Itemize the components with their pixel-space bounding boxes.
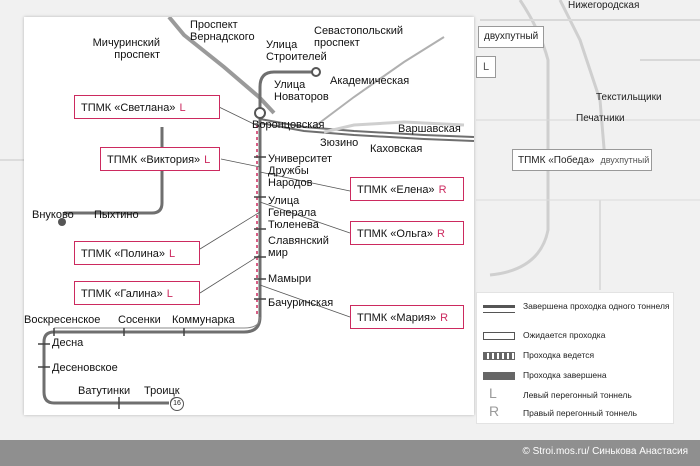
tbm-olga: ТПМК «Ольга»R (350, 221, 464, 245)
station-voskresenskoe: Воскресенское (24, 314, 101, 326)
left-tunnel-marker: L (476, 56, 496, 78)
legend-done: Проходка завершена (477, 367, 673, 385)
station-stroiteley: Улица Строителей (266, 39, 327, 63)
station-vorontsovskaya: Воронцовская (252, 119, 325, 131)
line-16-badge: 16 (170, 397, 184, 411)
station-zyuzino: Зюзино (320, 137, 359, 149)
legend-left-tunnel: L Левый перегонный тоннель (489, 385, 632, 401)
bg-pechatniki: Печатники (576, 113, 625, 124)
station-mamyri: Мамыри (268, 273, 312, 285)
station-desna: Десна (52, 337, 84, 349)
metro-lines (38, 17, 474, 409)
tbm-elena: ТПМК «Елена»R (350, 177, 464, 201)
station-varshavskaya: Варшавская (398, 123, 461, 135)
tbm-svetlana: ТПМК «Светлана»L (74, 95, 220, 119)
station-desenovskoe: Десеновское (52, 362, 118, 374)
copyright-text: © Stroi.mos.ru/ Синькова Анастасия (522, 446, 688, 457)
station-vernadskogo: Проспект Вернадского (190, 19, 255, 43)
station-slavyansky: Славянский мир (268, 235, 329, 259)
legend: Завершена проходка одного тоннеля Ожидае… (476, 292, 674, 424)
station-pyhtino: Пыхтино (94, 209, 139, 221)
station-bachurinskaya: Бачуринская (268, 297, 334, 309)
station-vnukovo: Внуково (32, 209, 74, 221)
station-kommunarka: Коммунарка (172, 314, 235, 326)
station-novatorov: Улица Новаторов (274, 79, 329, 103)
tbm-polina: ТПМК «Полина»L (74, 241, 200, 265)
bg-nizhegorodskaya: Нижегородская (568, 0, 640, 11)
tbm-pobeda-label: ТПМК «Победа»двухпутный (512, 149, 652, 171)
station-sosenki: Сосенки (118, 314, 161, 326)
station-universitet: Университет Дружбы Народов (268, 153, 333, 189)
station-vatutinki: Ватутинки (78, 385, 131, 397)
station-michurinsky: Мичуринский проспект (92, 37, 160, 61)
footer-bar: © Stroi.mos.ru/ Синькова Анастасия (0, 440, 700, 466)
station-kakhovskaya: Каховская (370, 143, 423, 155)
tbm-viktoriya: ТПМК «Виктория»L (100, 147, 220, 171)
legend-right-tunnel: R Правый перегонный тоннель (489, 403, 638, 419)
tbm-mariya: ТПМК «Мария»R (350, 305, 464, 329)
double-track-label: двухпутный (478, 26, 545, 48)
station-troitsk: Троицк (144, 385, 180, 397)
bg-tekstilshchiki: Текстильщики (596, 92, 662, 103)
background-lines (0, 0, 700, 290)
legend-single-tunnel: Завершена проходка одного тоннеля (477, 301, 673, 319)
legend-in-progress: Проходка ведется (477, 347, 673, 365)
station-sevastopolsky: Севастопольский проспект (314, 25, 404, 49)
legend-awaiting: Ожидается проходка (477, 327, 673, 345)
station-akademicheskaya: Академическая (330, 75, 410, 87)
station-generala: Улица Генерала Тюленева (268, 195, 319, 231)
tbm-galina: ТПМК «Галина»L (74, 281, 200, 305)
map-panel: Мичуринский проспект Проспект Вернадског… (24, 17, 474, 415)
